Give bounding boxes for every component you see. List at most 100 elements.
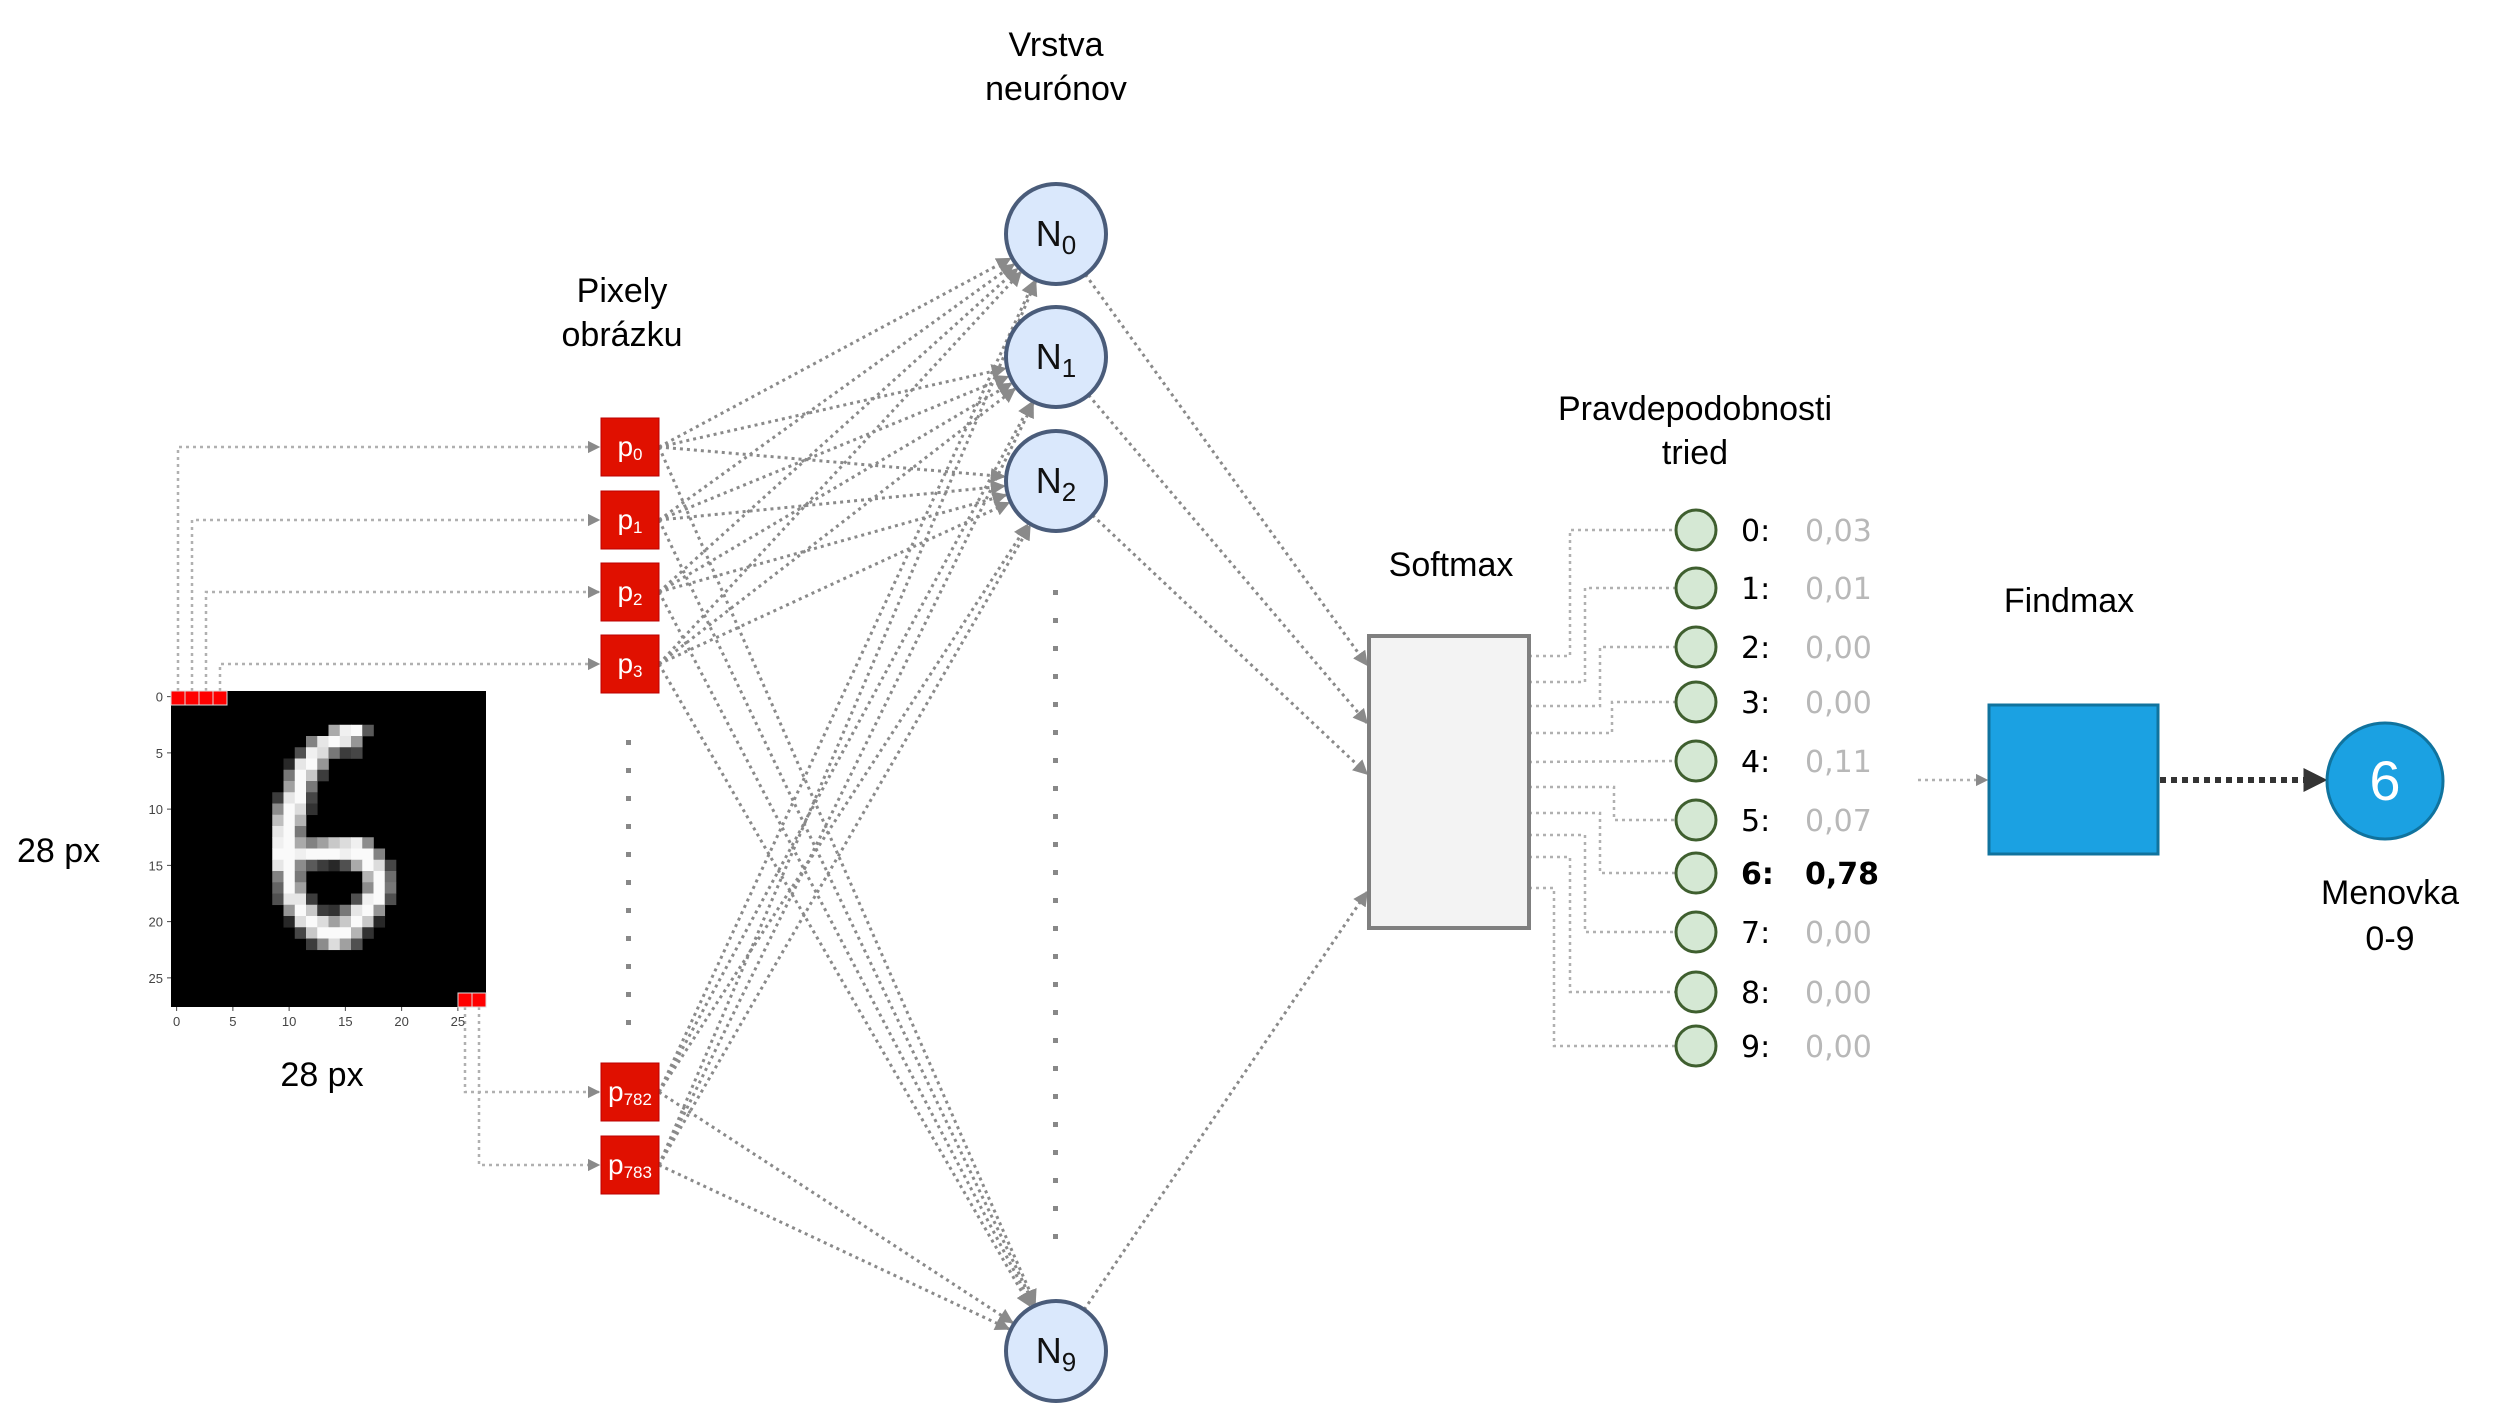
neuron-to-softmax — [1091, 514, 1369, 776]
digit-pixel — [339, 724, 352, 737]
findmax-title: Findmax — [2004, 582, 2134, 620]
digit-pixel — [362, 927, 374, 939]
pixel-label: p782 — [608, 1076, 652, 1109]
digit-pixel — [294, 758, 307, 771]
class-label: 5: — [1741, 804, 1770, 839]
class-label: 8: — [1741, 976, 1770, 1011]
digit-pixel — [362, 848, 374, 861]
digit-pixel — [283, 871, 296, 883]
class-node — [1674, 1024, 1718, 1068]
digit-pixel — [272, 871, 284, 883]
digit-pixel — [294, 871, 307, 883]
class-label: 0: — [1741, 514, 1770, 549]
pixel-ellipsis-dot — [626, 992, 631, 997]
pixel-ellipsis-dot — [626, 740, 631, 745]
digit-pixel — [339, 736, 352, 748]
softmax-to-class — [1529, 528, 1676, 658]
digit-pixel — [351, 848, 363, 861]
y-tick-label: 15 — [149, 858, 163, 873]
digit-pixel — [328, 859, 341, 872]
weight-connection — [658, 382, 1013, 594]
x-tick-label: 0 — [173, 1014, 180, 1029]
digit-pixel — [294, 837, 307, 849]
neuron-ellipsis-dot — [1053, 1234, 1058, 1239]
neuron-circle — [1004, 429, 1108, 533]
pixel-ellipsis-dot — [626, 768, 631, 773]
digit-pixel — [339, 837, 352, 849]
digit-pixel — [283, 882, 296, 894]
weight-connection — [657, 279, 1036, 1093]
digit-pixel — [317, 769, 329, 782]
digit-pixel — [283, 758, 296, 771]
digit-pixel — [373, 916, 386, 928]
digit-pixel — [351, 724, 363, 737]
digit-pixel — [339, 938, 352, 951]
neuron-ellipsis-dot — [1053, 926, 1058, 931]
digit-pixel — [339, 904, 352, 917]
weight-connection — [657, 271, 1022, 666]
digit-pixel — [306, 803, 318, 816]
neuron-ellipsis-dot — [1053, 1122, 1058, 1127]
class-probability: 0,01 — [1805, 572, 1872, 607]
weight-connection — [657, 591, 1034, 1307]
neuron-label: N2 — [1036, 460, 1076, 507]
digit-pixel — [373, 904, 386, 917]
digit-pixel — [306, 859, 318, 872]
pixels-title-line1: Pixely — [577, 272, 668, 310]
output-label-line1: Menovka — [2321, 874, 2459, 912]
neuron-ellipsis-dot — [1053, 702, 1058, 707]
digit-pixel — [328, 938, 341, 951]
class-label: 3: — [1741, 686, 1770, 721]
softmax-to-class — [1529, 785, 1676, 822]
neuron-to-softmax — [1084, 273, 1369, 667]
digit-pixel — [384, 893, 397, 906]
class-node — [1674, 508, 1718, 552]
digit-pixel — [339, 747, 352, 759]
digit-pixel — [362, 859, 374, 872]
pixel-box — [600, 1062, 660, 1122]
digit-pixel — [294, 803, 307, 816]
digit-pixel — [294, 769, 307, 782]
digit-pixel — [317, 859, 329, 872]
neuron-node: N0 — [1004, 182, 1108, 286]
digit-pixel — [306, 736, 318, 748]
y-tick-label: 20 — [149, 915, 163, 930]
digit-pixel — [328, 927, 341, 939]
digit-pixel — [317, 916, 329, 928]
digit-pixel — [317, 927, 329, 939]
neuron-ellipsis-dot — [1053, 786, 1058, 791]
neuron-circle — [1004, 182, 1108, 286]
class-row: 2:0,00 — [1674, 625, 1872, 669]
class-row: 6:0,78 — [1674, 851, 1879, 895]
x-tick-label: 25 — [451, 1014, 465, 1029]
digit-pixel — [306, 893, 318, 906]
pixel-label: p0 — [617, 431, 642, 464]
neuron-ellipsis-dot — [1053, 898, 1058, 903]
digit-pixel — [362, 893, 374, 906]
pixel-ellipsis-dot — [626, 908, 631, 913]
digit-pixel — [362, 904, 374, 917]
class-label: 1: — [1741, 572, 1770, 607]
digit-pixel — [272, 848, 284, 861]
neuron-ellipsis-dot — [1053, 730, 1058, 735]
digit-pixel — [283, 769, 296, 782]
class-row: 8:0,00 — [1674, 970, 1872, 1014]
neuron-to-softmax — [1082, 890, 1369, 1311]
digit-pixel — [283, 904, 296, 917]
class-node — [1674, 851, 1718, 895]
neuron-ellipsis-dot — [1053, 1094, 1058, 1099]
class-probability: 0,78 — [1805, 857, 1879, 892]
digit-pixel — [351, 927, 363, 939]
input-connector — [190, 513, 601, 691]
digit-pixel — [317, 837, 329, 849]
class-row: 0:0,03 — [1674, 508, 1872, 552]
digit-pixel — [283, 792, 296, 804]
digit-pixel — [294, 814, 307, 827]
neuron-label: N0 — [1036, 213, 1076, 260]
neuron-ellipsis-dot — [1053, 870, 1058, 875]
digit-pixel — [294, 848, 307, 861]
neuron-ellipsis-dot — [1053, 1206, 1058, 1211]
class-node — [1674, 910, 1718, 954]
